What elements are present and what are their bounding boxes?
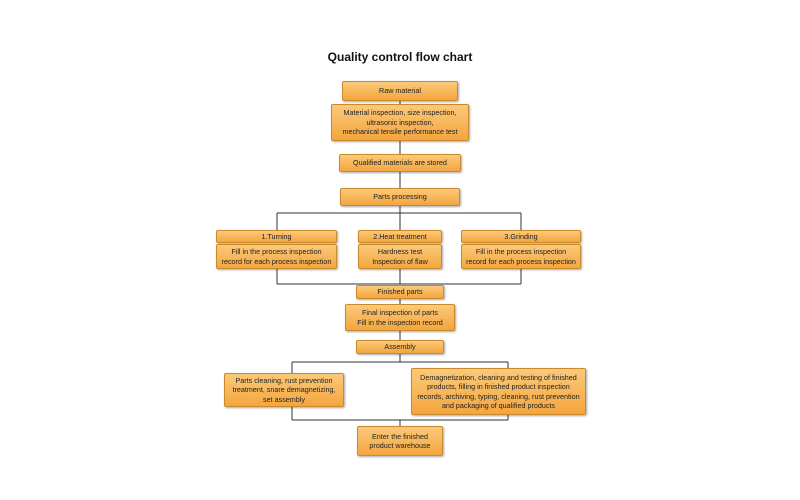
node-assembly: Assembly [356, 340, 444, 354]
node-raw-material: Raw material [342, 81, 458, 101]
node-turning-body: Fill in the process inspection record fo… [216, 244, 337, 269]
node-grinding-body: Fill in the process inspection record fo… [461, 244, 581, 269]
node-parts-cleaning: Parts cleaning, rust prevention treatmen… [224, 373, 344, 407]
chart-title: Quality control flow chart [327, 50, 473, 64]
node-turning-title: 1.Turning [216, 230, 337, 243]
node-demagnetization: Demagnetization, cleaning and testing of… [411, 368, 586, 415]
node-heat-treatment-body: Hardness test Inspection of flaw [358, 244, 442, 269]
node-finished-product-warehouse: Enter the finished product warehouse [357, 426, 443, 456]
node-finished-parts: Finished parts [356, 285, 444, 299]
node-material-inspection: Material inspection, size inspection, ul… [331, 104, 469, 141]
node-heat-treatment-title: 2.Heat treatment [358, 230, 442, 243]
node-grinding-title: 3.Grinding [461, 230, 581, 243]
node-final-inspection: Final inspection of parts Fill in the in… [345, 304, 455, 331]
node-qualified-materials-stored: Qualified materials are stored [339, 154, 461, 172]
node-parts-processing: Parts processing [340, 188, 460, 206]
